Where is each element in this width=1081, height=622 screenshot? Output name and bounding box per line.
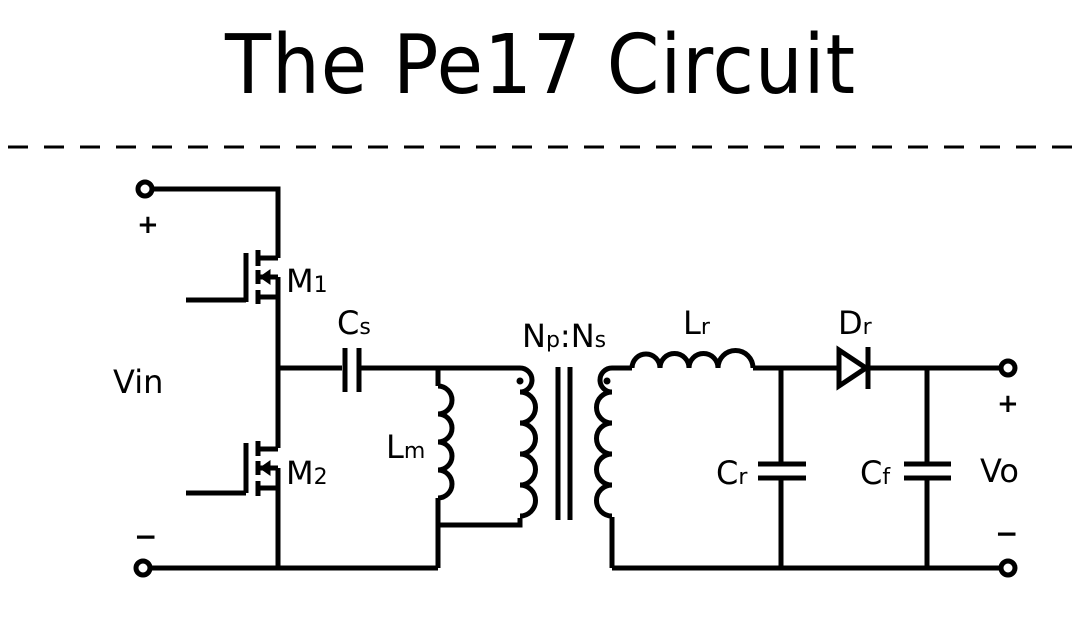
dr-label: Dr — [838, 304, 873, 342]
transformer-secondary — [594, 365, 615, 568]
capacitor-cf — [904, 368, 951, 568]
wire-lm-to-primary-bottom — [438, 518, 523, 528]
lm-label: Lm — [386, 428, 425, 466]
m2-label: M2 — [286, 454, 328, 492]
secondary-dot — [603, 377, 611, 385]
mosfet-m2 — [186, 441, 281, 496]
inductor-lm — [435, 368, 455, 525]
diode-dr — [836, 345, 1003, 391]
cf-label: Cf — [860, 454, 891, 492]
vo-label: Vo — [980, 452, 1019, 490]
input-minus-terminal — [133, 558, 153, 578]
mosfet-m1 — [186, 250, 281, 304]
capacitor-cs — [342, 348, 438, 392]
output-plus-terminal — [998, 358, 1018, 378]
page-title: The Pe17 Circuit — [224, 18, 857, 113]
cs-label: Cs — [337, 304, 371, 342]
vin-label: Vin — [113, 363, 163, 401]
wire-vin-top — [152, 186, 281, 258]
lr-label: Lr — [683, 304, 711, 342]
cr-label: Cr — [716, 454, 748, 492]
input-plus-label: + — [137, 210, 159, 240]
m1-label: M1 — [286, 262, 328, 300]
capacitor-cr — [758, 368, 806, 568]
output-plus-label: + — [997, 389, 1019, 419]
output-minus-label: − — [995, 517, 1018, 550]
transformer-primary — [519, 365, 538, 519]
input-minus-label: − — [134, 520, 157, 553]
output-minus-terminal — [998, 558, 1018, 578]
turns-ratio-label: Np:Ns — [522, 317, 606, 355]
primary-dot — [516, 377, 524, 385]
inductor-lr — [612, 348, 838, 371]
input-plus-terminal — [135, 179, 155, 199]
